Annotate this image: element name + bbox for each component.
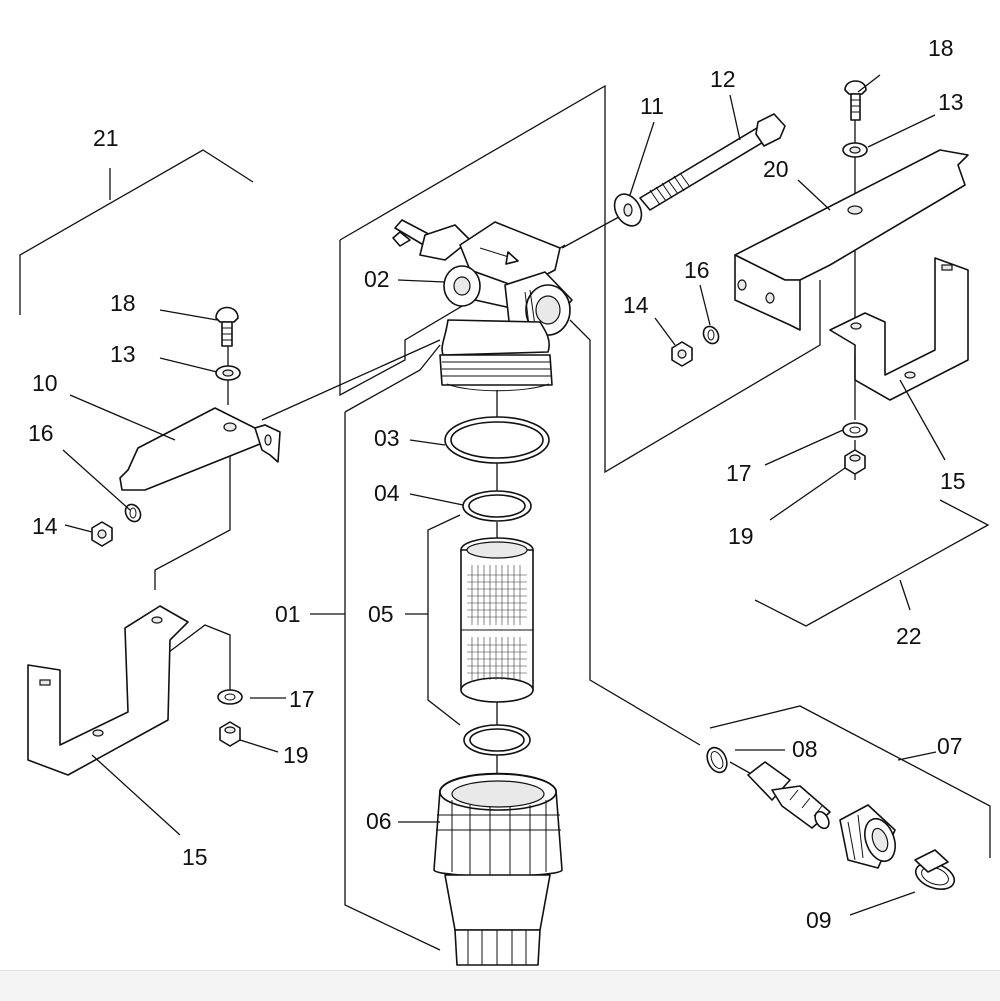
hose-nipple <box>747 761 831 830</box>
lock-washer-part-16-right <box>702 325 720 345</box>
part-labels: 21 18 13 10 16 14 02 03 04 01 05 17 19 1… <box>28 35 966 933</box>
o-ring-part-03 <box>444 416 550 464</box>
bolt-part-12 <box>639 113 786 211</box>
label-22: 22 <box>896 623 922 649</box>
label-20: 20 <box>763 156 789 182</box>
nut-part-14-left <box>91 521 113 547</box>
label-16-left: 16 <box>28 420 54 446</box>
label-14-left: 14 <box>32 513 58 539</box>
nut-part-19-left <box>219 721 241 747</box>
filter-screen-part-05 <box>460 537 534 703</box>
nut-part-19-right <box>844 449 866 475</box>
label-02: 02 <box>364 266 390 292</box>
filter-head-part-02 <box>392 219 573 392</box>
washer-part-13-left <box>215 365 241 381</box>
label-07: 07 <box>937 733 963 759</box>
label-11: 11 <box>640 93 664 119</box>
group-outline-07 <box>709 705 991 858</box>
group-outline-05 <box>405 514 461 726</box>
label-05: 05 <box>368 601 394 627</box>
nut-part-14-right <box>671 341 693 367</box>
label-15-left: 15 <box>182 844 208 870</box>
label-03: 03 <box>374 425 400 451</box>
label-08: 08 <box>792 736 818 762</box>
group-outline-21 <box>19 149 254 315</box>
washer-part-13-right <box>842 142 868 158</box>
label-21: 21 <box>93 125 119 151</box>
hose-clamp-part-09 <box>914 849 956 890</box>
u-bracket-part-15-right <box>829 257 969 401</box>
label-19-right: 19 <box>728 523 754 549</box>
lock-washer-part-16-left <box>124 503 142 523</box>
hose-nut <box>839 804 896 869</box>
bracket-part-20 <box>734 149 969 331</box>
lock-washer-part-17-left <box>217 689 243 705</box>
label-12: 12 <box>710 66 736 92</box>
label-18-right: 18 <box>928 35 954 61</box>
screw-part-18-left <box>215 306 239 347</box>
label-01: 01 <box>275 601 301 627</box>
label-19-left: 19 <box>283 742 309 768</box>
o-ring-lower <box>463 724 531 756</box>
label-17-left: 17 <box>289 686 315 712</box>
label-18-left: 18 <box>110 290 136 316</box>
label-06: 06 <box>366 808 392 834</box>
leader-lines <box>62 74 946 916</box>
filter-bowl-part-06 <box>433 772 563 966</box>
label-09: 09 <box>806 907 832 933</box>
lock-washer-part-17-right <box>842 422 868 438</box>
label-15-right: 15 <box>940 468 966 494</box>
label-16-right: 16 <box>684 257 710 283</box>
o-ring-part-08 <box>706 746 728 774</box>
label-17-right: 17 <box>726 460 752 486</box>
o-ring-part-04 <box>462 490 532 522</box>
group-outline-22 <box>754 499 990 627</box>
group-outline-01 <box>310 84 821 951</box>
u-bracket-part-15-left <box>27 605 189 776</box>
label-13-left: 13 <box>110 341 136 367</box>
label-10: 10 <box>32 370 58 396</box>
connection-lines <box>154 120 856 780</box>
bottom-strip <box>0 970 1000 1001</box>
bracket-part-10 <box>119 407 281 491</box>
label-14-right: 14 <box>623 292 649 318</box>
screw-part-18-right <box>844 80 867 121</box>
washer-part-11 <box>613 193 643 227</box>
label-04: 04 <box>374 480 400 506</box>
label-13-right: 13 <box>938 89 964 115</box>
